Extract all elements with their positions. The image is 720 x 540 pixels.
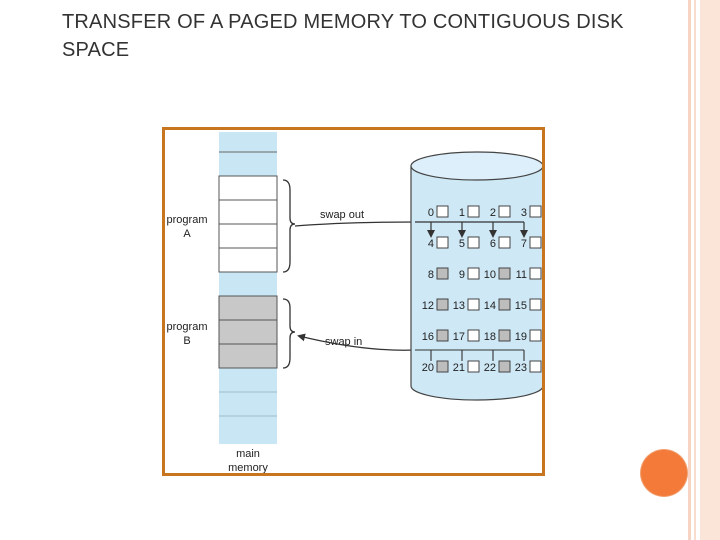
- disk-block: [467, 236, 480, 249]
- disk-block: [467, 267, 480, 280]
- disk-block-label: 17: [453, 331, 465, 343]
- paged-memory-diagram: program A program B main memory swap out…: [162, 127, 545, 476]
- slide-title: TRANSFER OF A PAGED MEMORY TO CONTIGUOUS…: [62, 11, 624, 61]
- disk-block-label: 16: [422, 331, 434, 343]
- program-a-label-1: program: [167, 214, 208, 226]
- disk-block-label: 10: [484, 269, 496, 281]
- program-b-label-1: program: [167, 321, 208, 333]
- disk-block: [529, 360, 542, 373]
- disk-block-label: 18: [484, 331, 496, 343]
- disk-block-label: 3: [521, 207, 527, 219]
- disk-block: [498, 267, 511, 280]
- decorative-orange-circle: [641, 450, 687, 496]
- program-a-brace: [282, 179, 296, 273]
- disk-block: [498, 329, 511, 342]
- disk-block-label: 14: [484, 300, 496, 312]
- disk-block: [467, 329, 480, 342]
- diagram-svg: program A program B main memory swap out…: [167, 132, 542, 473]
- disk-block-label: 2: [490, 207, 496, 219]
- program-a-label-2: A: [183, 228, 191, 240]
- disk-block: [498, 360, 511, 373]
- swap-in-arrow: [297, 333, 416, 351]
- disk-block-label: 21: [453, 362, 465, 374]
- disk-block: [498, 205, 511, 218]
- decorative-right-border: [688, 0, 720, 540]
- disk-block: [529, 298, 542, 311]
- disk-block-label: 11: [516, 269, 527, 281]
- main-memory-label-2: memory: [228, 462, 268, 473]
- disk-block-label: 20: [422, 362, 434, 374]
- swap-in-label: swap in: [325, 336, 362, 348]
- swap-out-label: swap out: [320, 209, 364, 221]
- disk-block: [529, 329, 542, 342]
- disk-block-label: 8: [428, 269, 434, 281]
- disk-block: [436, 360, 449, 373]
- disk-block: [436, 329, 449, 342]
- disk-block-label: 9: [459, 269, 465, 281]
- disk-block: [436, 267, 449, 280]
- disk-block: [467, 298, 480, 311]
- swap-out-line: [294, 221, 416, 227]
- disk-block-label: 1: [459, 207, 465, 219]
- disk-block-label: 5: [459, 238, 465, 250]
- disk-block: [436, 298, 449, 311]
- disk-block-label: 0: [428, 207, 434, 219]
- program-b-label-2: B: [183, 335, 190, 347]
- disk-block-label: 23: [515, 362, 527, 374]
- swap-in-connector: [415, 349, 525, 361]
- disk-block-label: 22: [484, 362, 496, 374]
- disk-block: [529, 205, 542, 218]
- program-b-frames: [218, 295, 278, 369]
- program-b-brace: [282, 298, 296, 369]
- disk-block: [467, 360, 480, 373]
- disk-block-label: 19: [515, 331, 527, 343]
- disk-block: [436, 205, 449, 218]
- disk-block: [436, 236, 449, 249]
- disk-block-label: 4: [428, 238, 434, 250]
- disk-block: [467, 205, 480, 218]
- main-memory-label-1: main: [236, 448, 260, 460]
- disk-block: [529, 236, 542, 249]
- disk-block-label: 13: [453, 300, 465, 312]
- disk-block-label: 6: [490, 238, 496, 250]
- disk-block: [498, 236, 511, 249]
- disk-block-label: 7: [521, 238, 527, 250]
- disk-block: [529, 267, 542, 280]
- disk-block: [498, 298, 511, 311]
- disk-block-label: 15: [515, 300, 527, 312]
- disk-block-label: 12: [422, 300, 434, 312]
- main-memory-column: [218, 132, 278, 444]
